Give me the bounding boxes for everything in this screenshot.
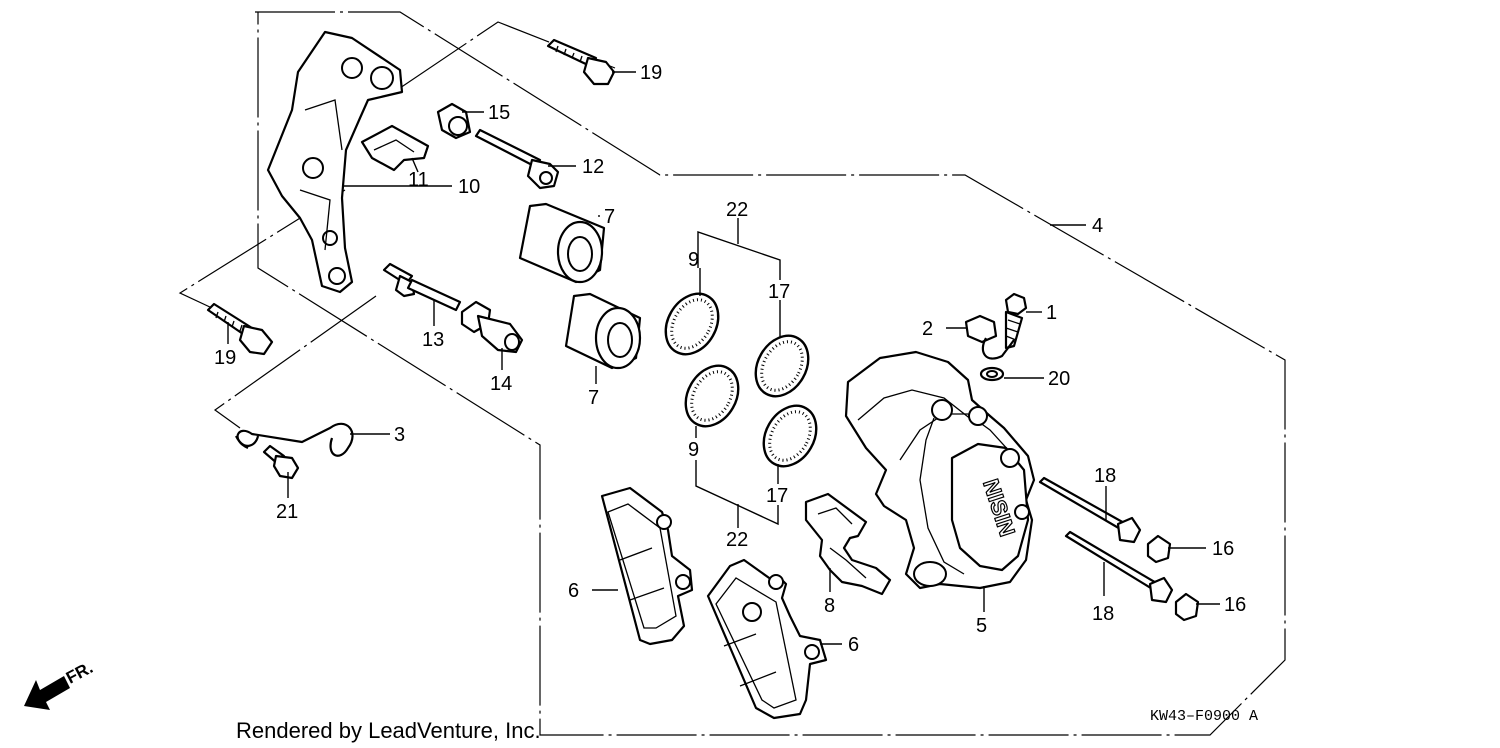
front-direction-arrow: FR. bbox=[24, 658, 96, 710]
pin-plug-upper bbox=[1146, 534, 1172, 564]
label-4: 4 bbox=[1092, 215, 1103, 237]
bleeder-washer bbox=[979, 366, 1005, 382]
label-9-upper: 9 bbox=[688, 249, 699, 271]
slide-pin-12 bbox=[474, 128, 560, 190]
label-7-lower: 7 bbox=[588, 387, 599, 409]
label-16-lower: 16 bbox=[1224, 594, 1246, 616]
caliper-body: NISIN bbox=[844, 350, 1036, 590]
piston-lower bbox=[564, 292, 642, 370]
label-2: 2 bbox=[922, 318, 933, 340]
diagram-code: KW43–F0900 A bbox=[1150, 708, 1258, 725]
label-20: 20 bbox=[1048, 368, 1070, 390]
label-19-left: 19 bbox=[214, 347, 236, 369]
label-17-lower: 17 bbox=[766, 485, 788, 507]
label-8: 8 bbox=[824, 595, 835, 617]
piston-seal-9-upper bbox=[664, 292, 720, 356]
label-19-top: 19 bbox=[640, 62, 662, 84]
front-direction-label: FR. bbox=[63, 658, 96, 688]
pad-spring bbox=[235, 422, 354, 457]
assembly-frame-lines bbox=[178, 11, 1286, 736]
brake-pad-right bbox=[706, 558, 828, 720]
dust-seal-17-upper bbox=[754, 334, 810, 398]
callout-labels: 19 15 12 11 10 7 22 4 9 17 1 2 20 19 13 … bbox=[214, 62, 1246, 656]
bleeder-screw bbox=[1004, 292, 1028, 350]
label-16-upper: 16 bbox=[1212, 538, 1234, 560]
bolt-21 bbox=[262, 444, 300, 480]
slide-pin-13 bbox=[382, 262, 462, 312]
label-12: 12 bbox=[582, 156, 604, 178]
pad-retainer-clip bbox=[360, 124, 430, 172]
label-18-lower: 18 bbox=[1092, 603, 1114, 625]
label-6-left: 6 bbox=[568, 580, 579, 602]
piston-seal-9-lower bbox=[684, 364, 740, 428]
label-9-lower: 9 bbox=[688, 439, 699, 461]
label-5: 5 bbox=[976, 615, 987, 637]
label-14: 14 bbox=[490, 373, 512, 395]
label-15: 15 bbox=[488, 102, 510, 124]
label-13: 13 bbox=[422, 329, 444, 351]
brake-pad-left bbox=[600, 486, 694, 646]
bolt-19-top bbox=[546, 38, 616, 86]
label-10: 10 bbox=[458, 176, 480, 198]
label-3: 3 bbox=[394, 424, 405, 446]
pin-plug-lower bbox=[1174, 592, 1200, 622]
label-7-upper: 7 bbox=[604, 206, 615, 228]
pin-boot-14 bbox=[460, 300, 524, 354]
pin-boot bbox=[436, 102, 472, 140]
caliper-bracket bbox=[266, 30, 404, 294]
label-22-lower: 22 bbox=[726, 529, 748, 551]
pad-spring-plate bbox=[804, 492, 892, 596]
bleeder-cap bbox=[964, 314, 1015, 360]
bolt-19-left bbox=[206, 302, 274, 356]
label-6-right: 6 bbox=[848, 634, 859, 656]
label-18-upper: 18 bbox=[1094, 465, 1116, 487]
rendered-by-credit: Rendered by LeadVenture, Inc. bbox=[236, 718, 541, 743]
label-17-upper: 17 bbox=[768, 281, 790, 303]
label-1: 1 bbox=[1046, 302, 1057, 324]
pad-pin-upper bbox=[1038, 476, 1142, 544]
label-21: 21 bbox=[276, 501, 298, 523]
label-22-upper: 22 bbox=[726, 199, 748, 221]
piston-upper bbox=[518, 202, 606, 284]
dust-seal-17-lower bbox=[762, 404, 818, 468]
label-11: 11 bbox=[408, 169, 429, 191]
callout-leader-lines bbox=[227, 71, 1220, 645]
pad-pin-lower bbox=[1064, 530, 1174, 604]
